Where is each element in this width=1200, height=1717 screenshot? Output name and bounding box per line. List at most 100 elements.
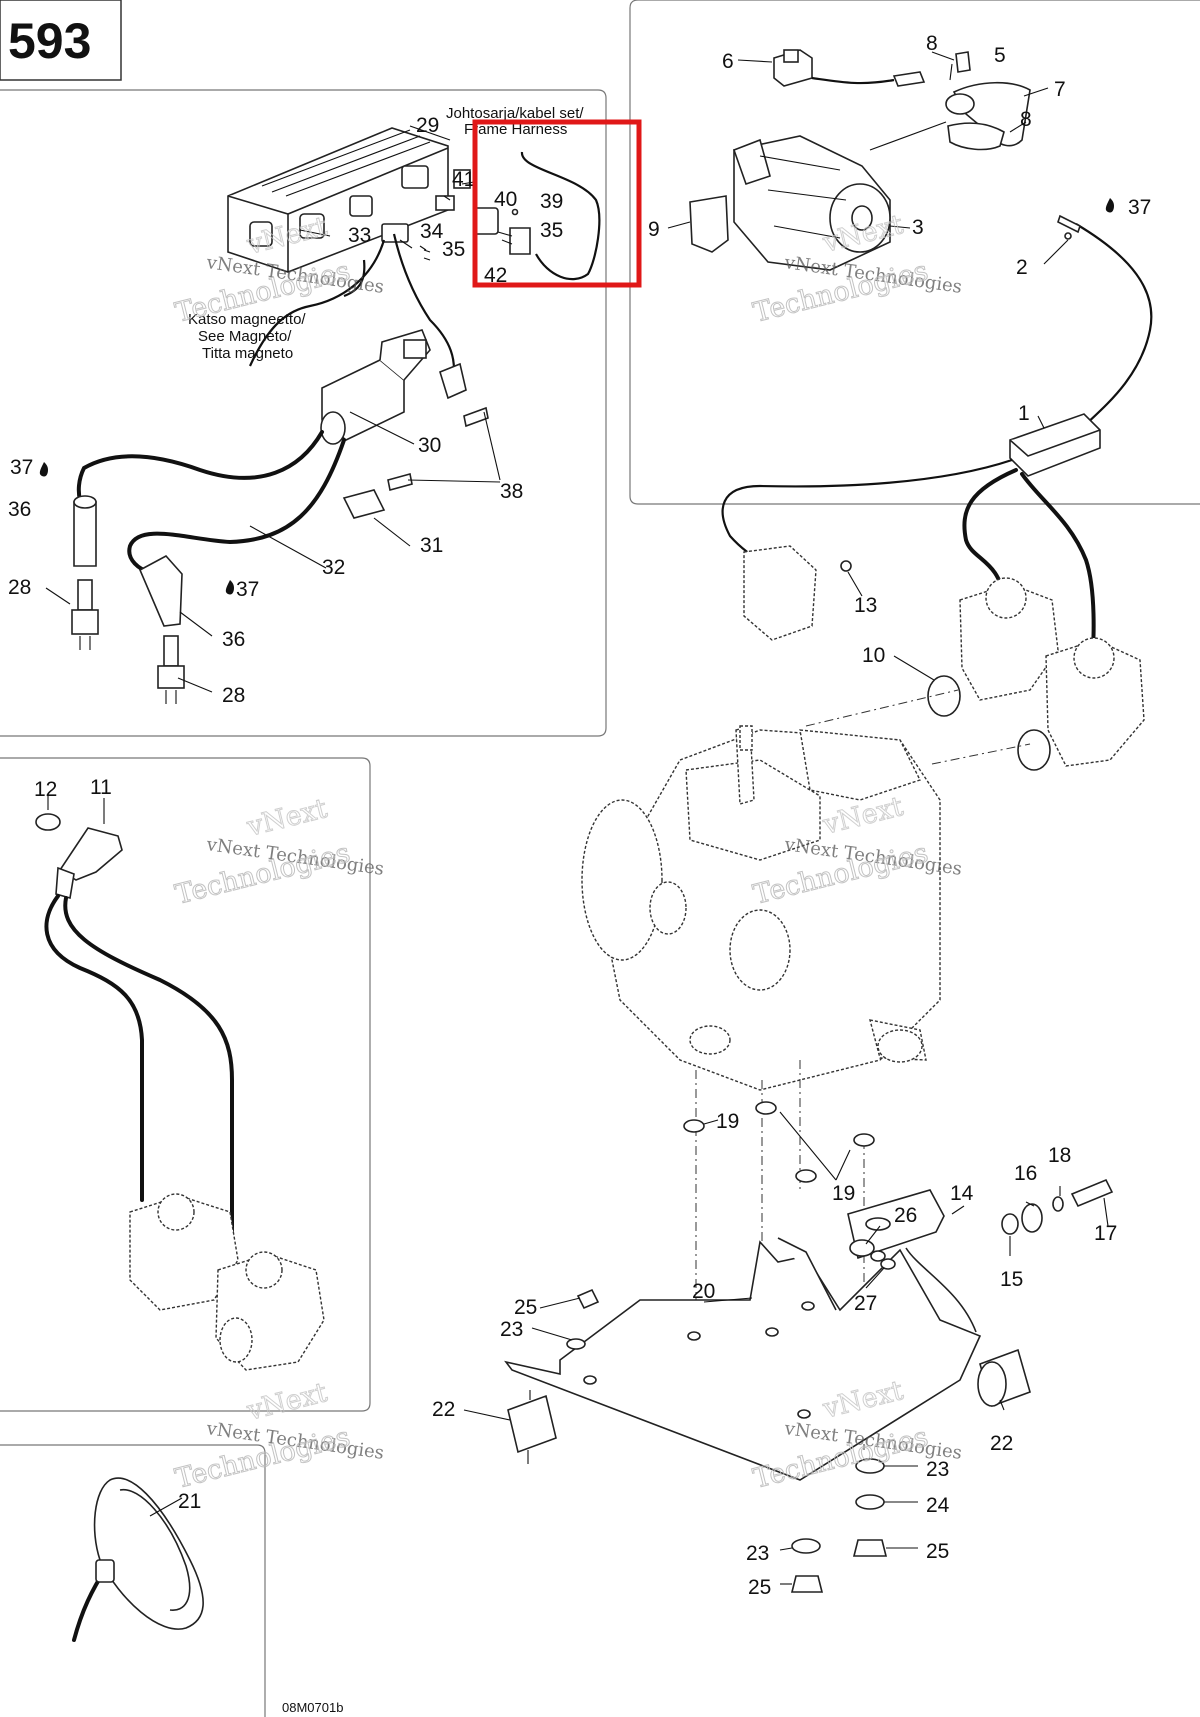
ignition-coil — [320, 329, 489, 519]
sensor-wire — [44, 894, 144, 1202]
callout-25-b: 25 — [926, 1540, 949, 1563]
callout-6: 6 — [722, 50, 734, 73]
magneto-note-line3: Titta magneto — [202, 345, 293, 362]
callout-16: 16 — [1014, 1162, 1037, 1185]
oil-drop-icon — [1105, 198, 1114, 213]
drawing-code: 08M0701b — [282, 1700, 343, 1715]
leader-lines-top-right — [667, 51, 1069, 681]
callout-28-b: 28 — [222, 684, 245, 707]
callout-24: 24 — [926, 1494, 950, 1517]
watermark-3: vNext vNext Technologies Technologies — [172, 793, 386, 912]
cable-junction-block — [1009, 413, 1101, 477]
callout-3: 3 — [912, 216, 924, 239]
watermark-5: vNext vNext Technologies Technologies — [172, 1377, 386, 1496]
spark-plug-cap-2 — [138, 554, 183, 627]
callout-11: 11 — [90, 776, 112, 799]
callout-30: 30 — [418, 434, 441, 457]
callout-39: 39 — [540, 190, 563, 213]
spark-plug-1 — [71, 579, 99, 650]
oil-drop-icon — [225, 580, 234, 595]
callout-25-c: 25 — [748, 1576, 771, 1599]
highlight-frame-harness[interactable] — [472, 119, 642, 288]
torque-rod — [1001, 1178, 1114, 1235]
callout-13: 13 — [854, 594, 877, 617]
leader-lines-top-left — [45, 125, 501, 693]
panel-frame-bottom-left — [0, 1444, 266, 1717]
callouts-left: 12 11 21 — [34, 776, 201, 1513]
callout-23-a: 23 — [500, 1318, 523, 1341]
callout-17: 17 — [1094, 1222, 1117, 1245]
panel-frame-top-right — [629, 0, 1200, 505]
callout-19-b: 19 — [832, 1182, 855, 1205]
throttle-lever — [945, 51, 1031, 151]
callout-21: 21 — [178, 1490, 201, 1513]
spark-plug-cap-1 — [73, 495, 97, 567]
callouts-top-left: 29 41 40 39 33 34 35 35 42 30 38 37 36 3… — [8, 114, 563, 707]
magneto-note: Katso magneetto/ See Magneto/ Titta magn… — [188, 311, 306, 362]
callout-37-a: 37 — [10, 456, 33, 479]
leader-lines-center — [463, 1111, 1109, 1585]
callout-2: 2 — [1016, 256, 1028, 279]
callout-19-a: 19 — [716, 1110, 739, 1133]
callout-27: 27 — [854, 1292, 877, 1315]
spark-plug-2 — [157, 635, 185, 704]
washers-and-nuts — [566, 1101, 896, 1593]
cdi-module — [227, 127, 449, 273]
callout-23-c: 23 — [746, 1542, 769, 1565]
callouts-center: 19 19 14 16 18 26 17 15 20 27 25 23 22 2… — [432, 1110, 1117, 1599]
callout-33: 33 — [348, 224, 371, 247]
callout-15: 15 — [1000, 1268, 1023, 1291]
callout-32: 32 — [322, 556, 345, 579]
callout-8-b: 8 — [1020, 108, 1032, 131]
callout-41: 41 — [452, 168, 475, 191]
callout-36-a: 36 — [8, 498, 31, 521]
callout-40: 40 — [494, 188, 517, 211]
callout-1: 1 — [1018, 402, 1030, 425]
panel-frame-top-left — [0, 89, 607, 737]
callout-10: 10 — [862, 644, 885, 667]
engine-mount-plate — [504, 1189, 982, 1481]
callout-26: 26 — [894, 1204, 917, 1227]
throttle-grip — [72, 1477, 204, 1642]
callout-22-b: 22 — [990, 1432, 1013, 1455]
callout-35-b: 35 — [442, 238, 465, 261]
callout-34: 34 — [420, 220, 444, 243]
callout-25-a: 25 — [514, 1296, 537, 1319]
callout-28-a: 28 — [8, 576, 31, 599]
carburetor-assembly — [959, 577, 1145, 767]
callout-20: 20 — [692, 1280, 715, 1303]
hv-wire-2 — [127, 438, 346, 574]
callout-5: 5 — [994, 44, 1006, 67]
callout-38: 38 — [500, 480, 523, 503]
callout-9: 9 — [648, 218, 660, 241]
callout-36-b: 36 — [222, 628, 245, 651]
callout-22-a: 22 — [432, 1398, 455, 1421]
callout-23-b: 23 — [926, 1458, 949, 1481]
callout-18: 18 — [1048, 1144, 1071, 1167]
panel-frame-left-mid — [0, 757, 371, 1412]
page-number: 593 — [8, 13, 91, 69]
throttle-switch — [773, 49, 813, 87]
callout-37-b: 37 — [236, 578, 259, 601]
engine-block — [581, 725, 941, 1091]
callouts-top-right: 6 8 5 7 8 9 3 37 2 1 13 10 — [648, 32, 1151, 667]
watermark-3-line1: vNext — [243, 793, 330, 843]
callout-7: 7 — [1054, 78, 1066, 101]
magneto-note-line2: See Magneto/ — [198, 328, 292, 345]
harness-note: Johtosarja/kabel set/ Frame Harness — [446, 105, 584, 138]
callout-8-a: 8 — [926, 32, 938, 55]
callout-14: 14 — [950, 1182, 974, 1205]
watermark-5-line1: vNext — [243, 1377, 330, 1427]
harness-note-line2: Frame Harness — [464, 121, 567, 138]
callout-31: 31 — [420, 534, 443, 557]
callout-35-a: 35 — [540, 219, 563, 242]
connector-small-parts — [381, 169, 531, 261]
throttle-sensor — [35, 813, 123, 900]
harness-note-line1: Johtosarja/kabel set/ — [446, 105, 584, 122]
callout-37-c: 37 — [1128, 196, 1151, 219]
hose-clamps — [927, 675, 1051, 771]
carburetor-pair-left — [129, 1193, 325, 1371]
throttle-housing — [732, 135, 891, 271]
rubber-mounts — [507, 1348, 1031, 1464]
